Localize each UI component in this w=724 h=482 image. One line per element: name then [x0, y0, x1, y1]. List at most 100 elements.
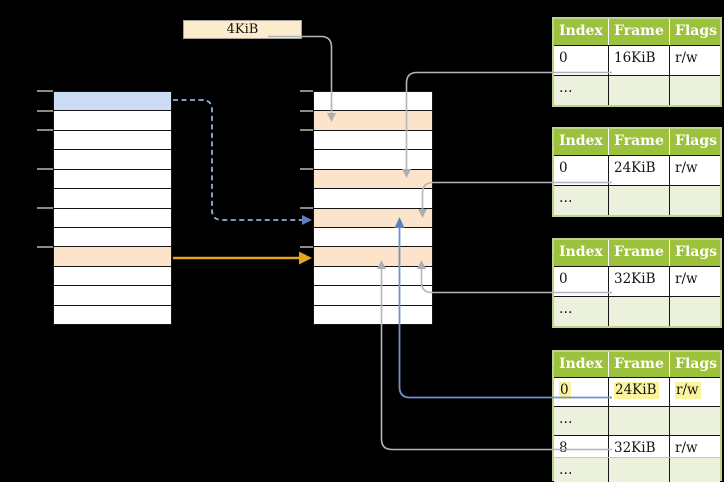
table-cell [670, 76, 720, 105]
address-tick [300, 90, 313, 92]
table-row: … [554, 406, 720, 435]
table-header-cell: Index [554, 352, 609, 377]
table-cell [670, 297, 720, 326]
memory-row-orange [54, 246, 171, 266]
table-header-cell: Frame [609, 19, 670, 45]
table-cell [609, 186, 670, 215]
table-header-cell: Index [554, 129, 609, 155]
table-header-cell: Flags [675, 23, 717, 39]
table-cell: 0 [554, 267, 609, 296]
address-tick [300, 109, 313, 112]
table-row: 0 24KiB r/w [554, 377, 720, 406]
table-cell [670, 186, 720, 215]
table-row: … [554, 75, 720, 105]
table-header-cell: Flags [675, 356, 717, 372]
arrow-virtual-page-to-frame-orange [173, 251, 312, 265]
memory-row-white [314, 304, 432, 325]
memory-row-white [54, 129, 171, 150]
address-tick [300, 168, 313, 170]
memory-row-white [54, 110, 171, 130]
table-cell: 0 [554, 378, 609, 406]
table-cell: 0 [554, 46, 609, 75]
table-row: … [554, 457, 720, 482]
memory-row-white [314, 188, 432, 208]
table-cell: 24KiB [609, 378, 670, 406]
memory-row-white [314, 265, 432, 286]
memory-row-orange [314, 207, 432, 227]
memory-row-white [54, 285, 171, 305]
memory-row-blue [54, 92, 171, 111]
table-cell: r/w [675, 160, 698, 176]
address-tick [300, 246, 313, 248]
memory-row-white [314, 285, 432, 305]
table-cell: … [554, 458, 609, 482]
memory-row-white [314, 226, 432, 247]
table-cell: 0 [554, 156, 609, 185]
page-size-label: 4KiB [183, 20, 302, 39]
address-tick [37, 246, 53, 248]
memory-row-white [54, 149, 171, 169]
table-cell [609, 458, 670, 482]
table-header-cell: Frame [609, 129, 670, 155]
table-header-cell: Frame [609, 240, 670, 266]
table-header-cell: Flags [675, 133, 717, 149]
table-header-cell: Frame [609, 352, 670, 377]
address-tick [300, 129, 313, 131]
table-row: … [554, 185, 720, 215]
table-cell: r/w [675, 50, 698, 66]
table-cell [670, 458, 720, 482]
table-cell: 32KiB [609, 436, 670, 457]
memory-row-white [314, 149, 432, 169]
address-tick [37, 129, 53, 131]
highlighted-value: 0 [559, 382, 571, 399]
memory-row-white [54, 207, 171, 227]
highlighted-value: 24KiB [614, 382, 659, 399]
table-cell: … [554, 407, 609, 435]
memory-row-white [314, 92, 432, 111]
arrow-virtual-page-to-frame-dashed [173, 99, 312, 225]
virtual-memory-column [53, 91, 172, 325]
address-tick [37, 207, 53, 209]
table-cell: … [554, 186, 609, 215]
table-cell [609, 297, 670, 326]
page-size-label-text: 4KiB [226, 22, 259, 37]
address-tick [37, 90, 53, 92]
memory-row-white [54, 188, 171, 208]
memory-row-white [54, 168, 171, 189]
table-header-cell: Index [554, 240, 609, 266]
table-cell [609, 407, 670, 435]
memory-row-orange [314, 110, 432, 130]
table-cell [609, 76, 670, 105]
memory-row-white [314, 129, 432, 150]
table-row: … [554, 296, 720, 326]
address-tick [300, 207, 313, 209]
table-cell: 24KiB [609, 156, 670, 185]
highlighted-value: r/w [675, 382, 701, 399]
table-header-cell: Index [554, 19, 609, 45]
table-cell: … [554, 297, 609, 326]
table-cell: 8 [554, 436, 609, 457]
table-header-cell: Flags [675, 244, 717, 260]
physical-memory-column [313, 91, 433, 325]
table-cell: 32KiB [609, 267, 670, 296]
memory-row-orange [314, 246, 432, 266]
table-cell: 16KiB [609, 46, 670, 75]
address-tick [37, 168, 53, 170]
memory-row-white [54, 265, 171, 286]
table-cell: … [554, 76, 609, 105]
address-tick [37, 109, 53, 112]
memory-row-white [54, 226, 171, 247]
memory-row-white [54, 304, 171, 325]
table-cell [670, 407, 720, 435]
